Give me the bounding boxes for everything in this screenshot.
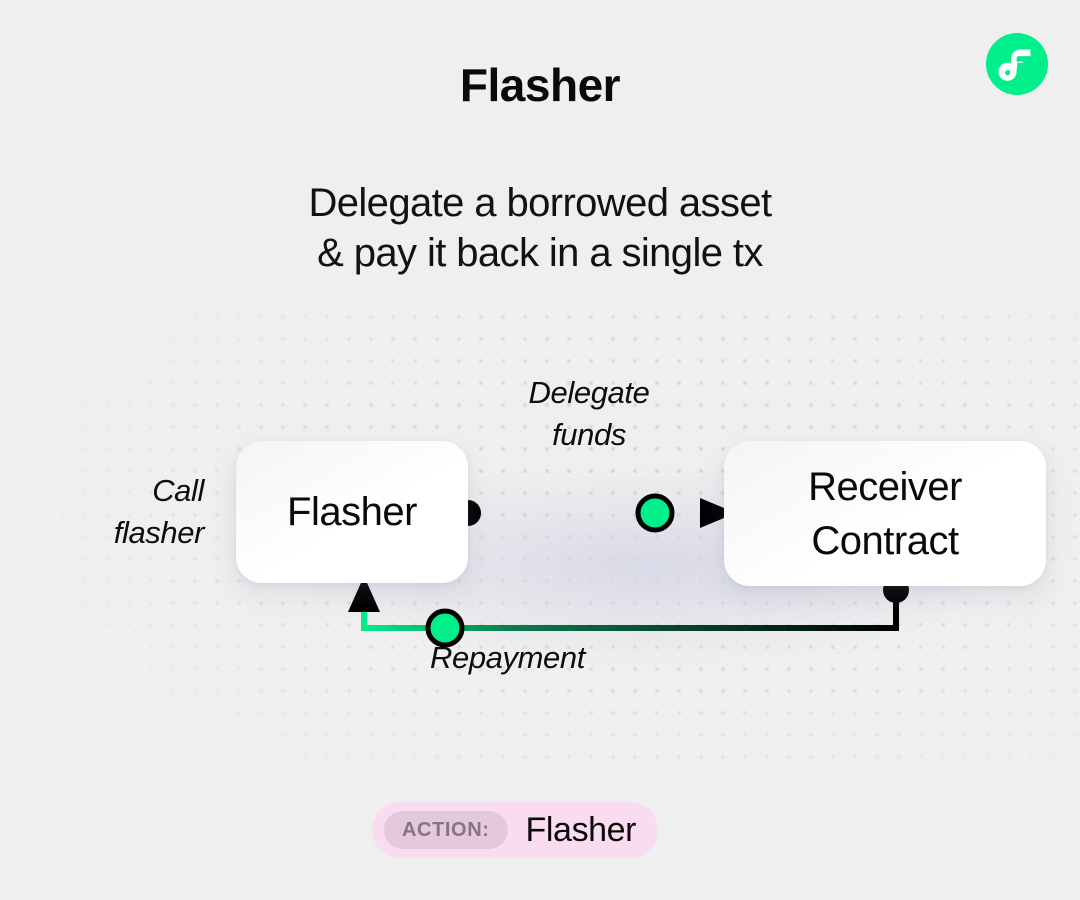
token-node-repayment [425, 608, 465, 648]
arrowhead-right-icon [700, 498, 736, 528]
arrowhead-up-icon [348, 576, 380, 612]
flow-logo-icon [986, 33, 1048, 95]
node-flasher[interactable]: Flasher [236, 441, 468, 583]
node-receiver-label-line-2: Contract [811, 518, 959, 563]
connector-repayment [348, 576, 909, 648]
subtitle-line-1: Delegate a borrowed asset [308, 181, 772, 225]
edge-label-delegate-line-2: funds [552, 417, 626, 452]
node-flasher-label: Flasher [287, 490, 417, 534]
node-receiver-label-line-1: Receiver [808, 464, 962, 509]
action-badge-chip: ACTION: [384, 811, 508, 849]
node-receiver-contract[interactable]: Receiver Contract [724, 441, 1046, 586]
edge-label-call-flasher: Call flasher [20, 470, 205, 554]
edge-label-delegate-funds: Delegate funds [466, 372, 712, 456]
subtitle-line-2: & pay it back in a single tx [317, 231, 763, 275]
edge-label-delegate-line-1: Delegate [528, 375, 650, 410]
page-title: Flasher [459, 59, 621, 111]
connector-delegate-funds [455, 493, 736, 533]
edge-label-call-line-1: Call [152, 473, 204, 508]
edge-label-repayment: Repayment [430, 640, 585, 675]
action-badge-value: Flasher [525, 810, 637, 849]
edge-label-call-line-2: flasher [113, 515, 205, 550]
action-badge: ACTION: Flasher [372, 802, 659, 858]
node-receiver-label: Receiver Contract [808, 460, 962, 568]
page-subtitle: Delegate a borrowed asset & pay it back … [0, 178, 1080, 278]
token-node-delegate [635, 493, 675, 533]
flow-diagram: Flasher Receiver Contract Call flasher D… [0, 300, 1080, 760]
